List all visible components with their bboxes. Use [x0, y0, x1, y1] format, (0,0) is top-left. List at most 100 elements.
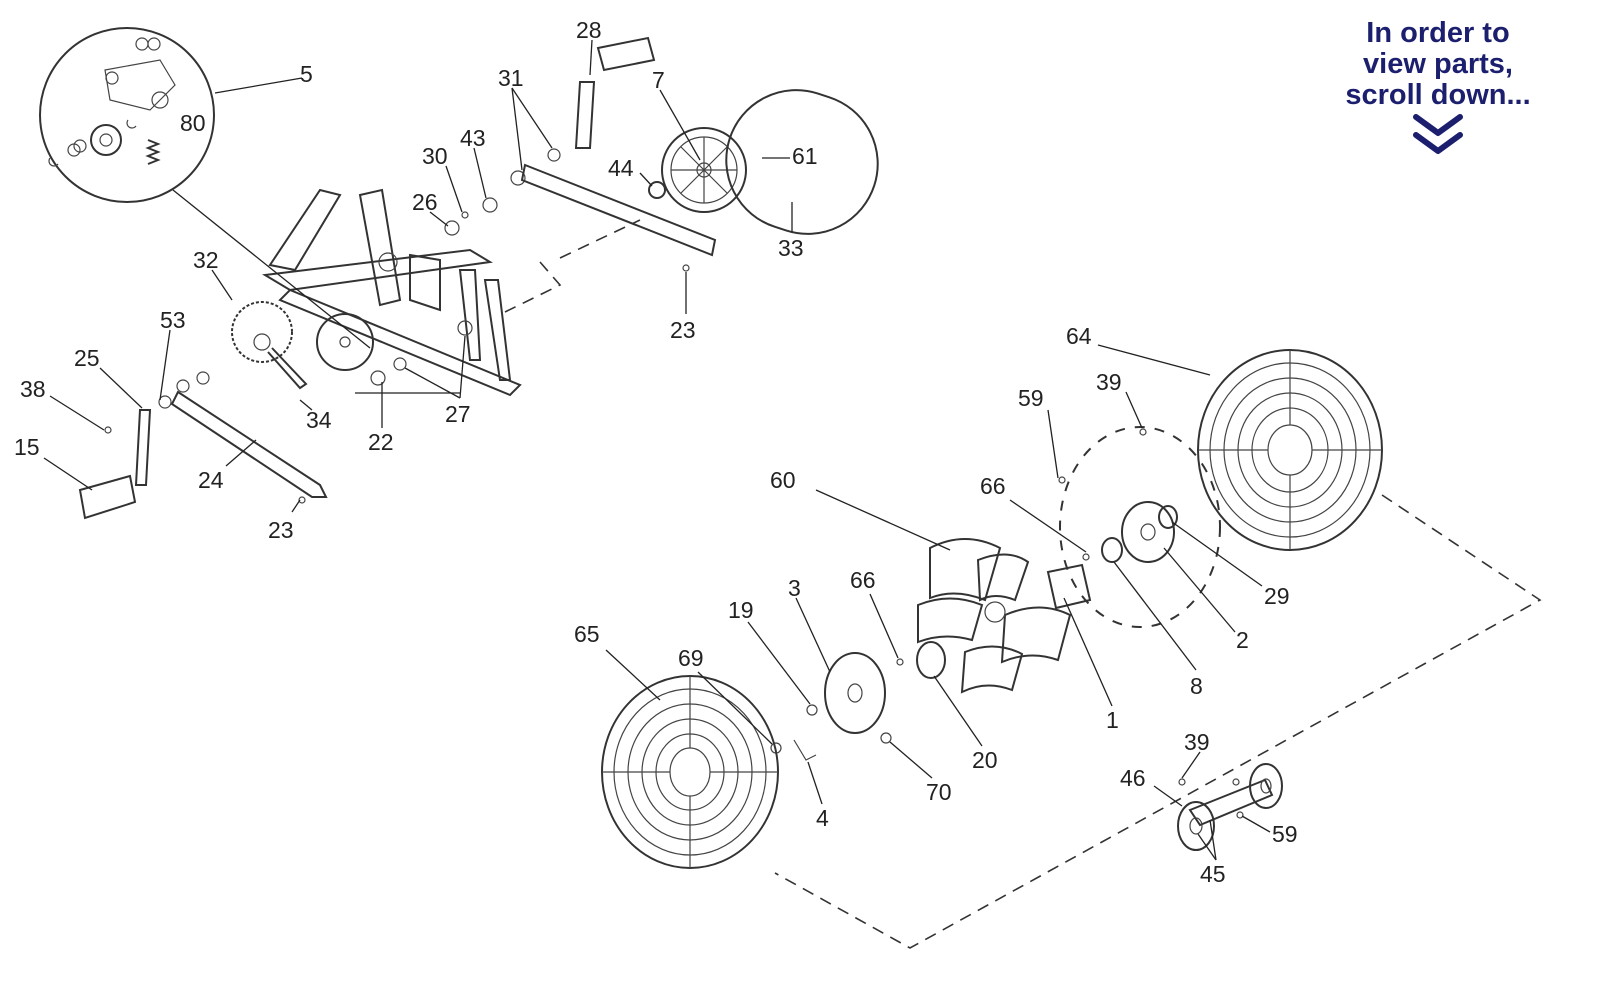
- bolt-38: [104, 426, 112, 434]
- leader-66b: [869, 593, 899, 659]
- leader-38: [49, 395, 105, 431]
- bolt-59-lower: [1236, 811, 1244, 819]
- callout-25: 25: [74, 345, 100, 371]
- pulley-7-spokes: [671, 137, 737, 203]
- notice-line-3: scroll down...: [1345, 79, 1531, 111]
- notice-line-2: view parts,: [1363, 48, 1513, 80]
- guard-65-spokes: [602, 676, 778, 868]
- callout-1: 1: [1106, 707, 1119, 733]
- left-crank-group: [78, 390, 328, 520]
- sprocket-32-hub: [253, 333, 271, 351]
- guard-64-spokes: [1198, 350, 1382, 550]
- callout-2: 2: [1236, 627, 1249, 653]
- frame-leg-rear: [483, 279, 512, 381]
- dash-link-right: [559, 219, 641, 259]
- detail-plate-hole: [105, 71, 119, 85]
- leader-15: [43, 457, 93, 491]
- detail-washer-a: [135, 37, 149, 51]
- bearing-25: [158, 395, 172, 409]
- bearing-27b: [457, 320, 473, 336]
- callout-26: 26: [412, 189, 438, 215]
- detail-circle-group: [39, 27, 303, 203]
- frame-left-upright: [268, 188, 342, 272]
- frame-group: [172, 188, 522, 397]
- disc-3-hole: [847, 683, 863, 703]
- scroll-notice: In order to view parts, scroll down...: [1318, 18, 1558, 157]
- leader-8: [1113, 561, 1197, 671]
- leader-69: [697, 671, 773, 745]
- fan-blades-60: [917, 538, 1072, 694]
- bolt-46: [1178, 778, 1186, 786]
- callout-30: 30: [422, 143, 448, 169]
- blade-60-a: [929, 538, 1002, 602]
- clip-70: [880, 732, 892, 744]
- callout-27: 27: [445, 401, 471, 427]
- disc-2: [1121, 501, 1175, 563]
- callout-38: 38: [20, 376, 46, 402]
- bolt-59-upper: [1058, 476, 1066, 484]
- bolt-39-upper: [1139, 428, 1147, 436]
- callout-59-lower: 59: [1272, 821, 1298, 847]
- bearing-31: [510, 170, 526, 186]
- leader-31b: [511, 87, 553, 149]
- callout-66-lower: 66: [850, 567, 876, 593]
- callout-20: 20: [972, 747, 998, 773]
- idler-plate: [316, 313, 374, 371]
- blade-60-d: [1000, 606, 1072, 664]
- callout-69: 69: [678, 645, 704, 671]
- leader-66a: [1009, 499, 1087, 553]
- double-chevron-down-icon[interactable]: [1410, 113, 1466, 157]
- leader-29: [1171, 521, 1263, 587]
- dash-base-outline: [774, 494, 1542, 949]
- callout-45: 45: [1200, 861, 1226, 887]
- detail-washer-b: [147, 37, 161, 51]
- callout-5: 5: [300, 61, 313, 87]
- stabilizer-wheel-right-hub: [1260, 778, 1272, 794]
- callout-23-lower: 23: [268, 517, 294, 543]
- callout-59-upper: 59: [1018, 385, 1044, 411]
- fan-guard-64: [1197, 349, 1383, 551]
- leader-39b: [1181, 751, 1201, 779]
- leader-25: [99, 367, 143, 409]
- leader-28: [589, 39, 593, 76]
- bracket-4: [793, 739, 817, 761]
- leader-4: [807, 761, 823, 805]
- detail-circle: [39, 27, 215, 203]
- callout-3: 3: [788, 575, 801, 601]
- callout-19: 19: [728, 597, 754, 623]
- leaders-upper: [43, 39, 793, 513]
- detail-spring: [145, 139, 161, 165]
- pulley-7: [661, 127, 747, 213]
- detail-sprocket-hub: [99, 133, 113, 147]
- callout-24: 24: [198, 467, 224, 493]
- bearing-29: [1158, 505, 1178, 529]
- detail-sprocket: [90, 124, 122, 156]
- frame-leg: [458, 269, 482, 361]
- callout-64: 64: [1066, 323, 1092, 349]
- stabilizer-wheel-left-hub: [1189, 817, 1203, 835]
- callout-39-upper: 39: [1096, 369, 1122, 395]
- callout-53: 53: [160, 307, 186, 333]
- callout-28: 28: [576, 17, 602, 43]
- leader-5: [214, 77, 303, 94]
- stabilizer-bar: [1188, 778, 1274, 827]
- leader-31a: [511, 87, 523, 171]
- callout-23-upper: 23: [670, 317, 696, 343]
- frame-lower-tube: [278, 288, 522, 397]
- leader-30: [445, 165, 463, 213]
- callout-29: 29: [1264, 583, 1290, 609]
- callout-46: 46: [1120, 765, 1146, 791]
- washer-31: [547, 148, 561, 162]
- chain-34: [267, 347, 308, 390]
- stabilizer-45: [1177, 763, 1283, 851]
- callout-7: 7: [652, 67, 665, 93]
- bolt-66-upper: [1082, 553, 1090, 561]
- callout-15: 15: [14, 434, 40, 460]
- leader-34: [299, 399, 313, 411]
- stabilizer-wheel-left: [1177, 801, 1215, 851]
- blade-60-b: [976, 553, 1030, 602]
- fan-housing-outline: [1059, 426, 1221, 628]
- pedal-28: [596, 36, 656, 72]
- callout-4: 4: [816, 805, 829, 831]
